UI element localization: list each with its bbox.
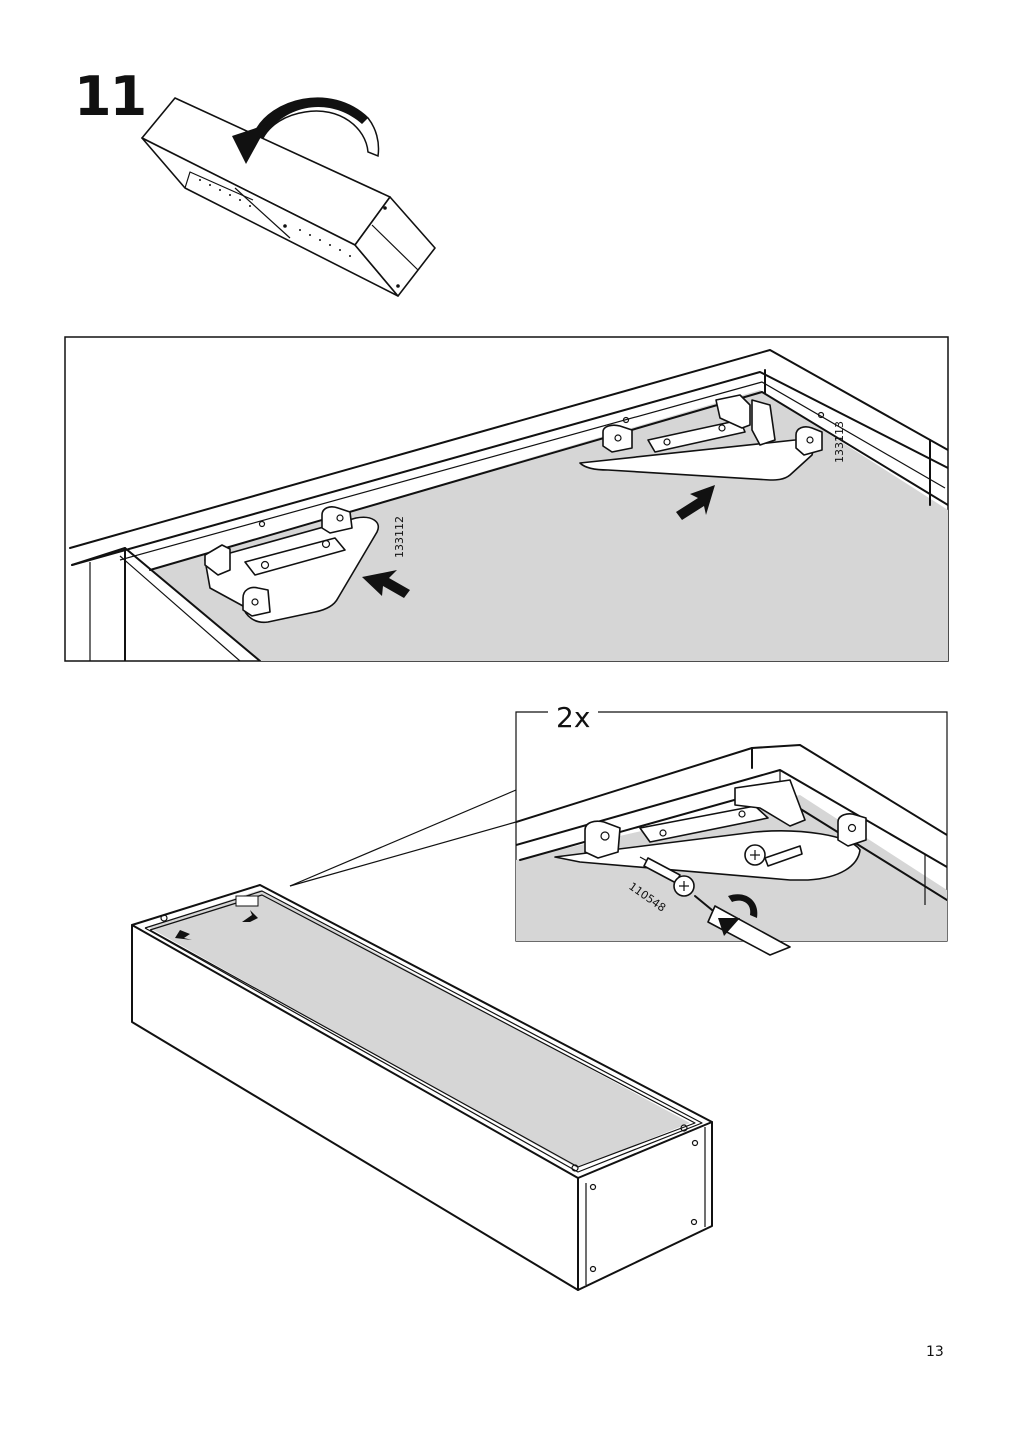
part-number-133113: 133113 xyxy=(833,421,846,463)
screw-icon xyxy=(744,844,803,867)
screw-icon xyxy=(639,856,695,897)
quantity-label: 2x xyxy=(556,701,590,734)
screw-hole-markers xyxy=(571,1124,699,1273)
screwdriver-icon xyxy=(694,894,791,956)
screw-fixing-detail: 2x 110548 xyxy=(515,701,948,956)
arrow-icon xyxy=(362,570,410,598)
bracket-placement-detail: 133112 133113 xyxy=(64,336,949,662)
page-number: 13 xyxy=(926,1344,944,1360)
cabinet-body xyxy=(131,884,713,1291)
bracket-indicator xyxy=(160,895,259,940)
callout-line xyxy=(289,789,517,887)
part-number-133112: 133112 xyxy=(393,516,406,558)
bracket-right xyxy=(579,394,823,481)
cabinet-illustration xyxy=(131,884,713,1291)
arrow-icon xyxy=(676,485,715,520)
bracket-left xyxy=(204,506,379,624)
rotated-cabinet xyxy=(141,97,436,297)
bracket-with-screws xyxy=(554,779,867,881)
rotate-arrow-icon xyxy=(232,97,380,164)
rotate-cabinet-illustration xyxy=(141,97,436,297)
shelf-pin-holes xyxy=(199,179,400,288)
step-number: 11 xyxy=(74,65,147,128)
